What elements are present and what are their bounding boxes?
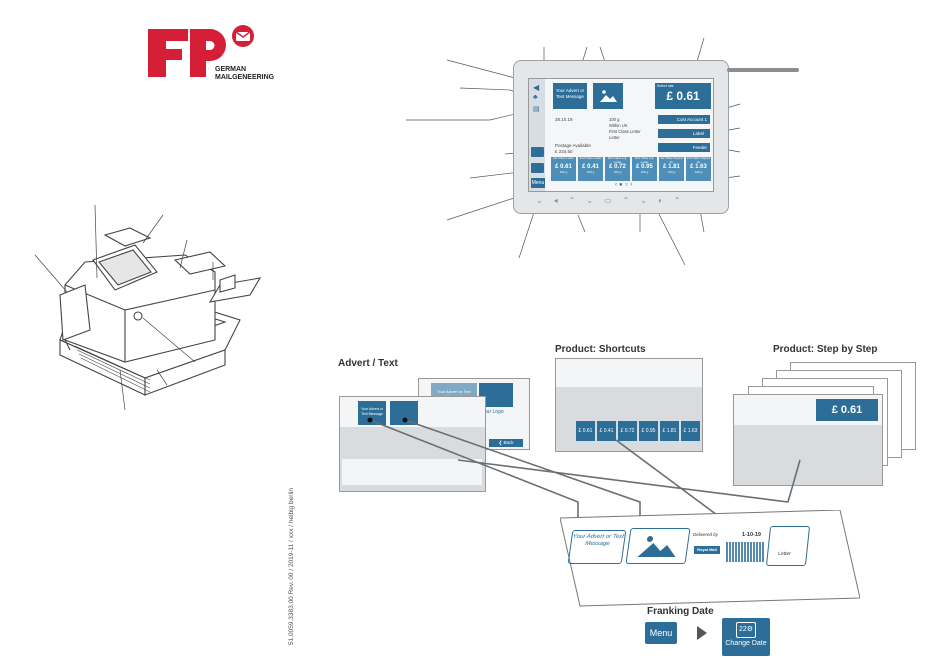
step-thumb-amount: £ 0.61: [816, 399, 878, 421]
device-antenna: [727, 68, 799, 72]
change-date-label: Change Date: [725, 640, 767, 647]
back-button: ❮ Back: [489, 439, 523, 447]
logo-line-1: GERMAN: [215, 66, 247, 73]
cost-account-button[interactable]: Cost Account 1: [658, 115, 710, 124]
shortcut-thumb-6: £ 1.63: [681, 421, 700, 441]
shortcut-weight: 100 g: [613, 170, 622, 174]
advert-thumb-row: [342, 459, 482, 485]
franking-logo-icon: [637, 536, 676, 557]
franking-date-text: 1-10-19: [742, 532, 761, 538]
section-shortcuts-title: Product: Shortcuts: [555, 344, 646, 355]
shortcut-thumb-3: £ 0.72: [618, 421, 637, 441]
shortcut-5[interactable]: 1st Class Signed for £ 1.81 100 g: [659, 157, 684, 181]
shortcut-name: 2nd Class Letter: [579, 157, 602, 160]
shortcut-weight: 100 g: [640, 170, 649, 174]
shortcuts-thumb: £ 0.61 £ 0.41 £ 0.72 £ 0.95 £ 1.81 £ 1.6…: [555, 358, 703, 452]
postage-amount-display[interactable]: Select rate £ 0.61: [655, 83, 711, 109]
franking-date-heading: Franking Date: [647, 606, 714, 617]
shortcut-2[interactable]: 2nd Class Letter £ 0.41 100 g: [578, 157, 603, 181]
shortcut-name: 2nd Class Lrg. Letter: [607, 157, 628, 164]
select-rate-label: Select rate: [657, 84, 674, 88]
weight-line-4: Letter: [609, 135, 620, 140]
feeder-button-label: Feeder: [692, 145, 707, 150]
franking-advert-box: Your Advert or Text Message: [567, 530, 627, 564]
page-indicator[interactable]: ‹●○›: [615, 182, 635, 188]
user-icon[interactable]: ♣: [533, 94, 538, 101]
postage-available-amount: £ 234.50: [555, 149, 573, 154]
touch-screen: ◀ ♣ ▤ Menu Your Advert or Text Message S…: [528, 78, 714, 192]
amount-value: £ 0.61: [666, 89, 700, 103]
weight-info: 100 g Within UK First Class Letter Lette…: [609, 117, 641, 141]
shortcut-name: 1st Class Letter: [553, 157, 574, 160]
section-advert-title: Advert / Text: [338, 358, 398, 369]
shortcut-1[interactable]: 1st Class Letter £ 0.61 100 g: [551, 157, 576, 181]
shortcuts-thumb-row: £ 0.61 £ 0.41 £ 0.72 £ 0.95 £ 1.81 £ 1.6…: [576, 421, 700, 441]
franking-letter-label: Letter: [777, 551, 792, 557]
message-button[interactable]: [531, 147, 544, 157]
shortcut-6[interactable]: 2nd Class Signed for £ 1.63 100 g: [686, 157, 711, 181]
shortcut-weight: 100 g: [586, 170, 595, 174]
shortcut-price: £ 0.72: [609, 164, 626, 170]
franking-menu-button[interactable]: Menu: [645, 622, 677, 644]
volume-icon[interactable]: ◀: [533, 83, 540, 92]
shortcut-price: £ 1.81: [663, 164, 680, 170]
back-label: Back: [503, 440, 514, 445]
shortcut-price: £ 1.63: [690, 164, 707, 170]
step-thumb-front: £ 0.61: [733, 394, 883, 486]
weight-line-2: Within UK: [609, 123, 628, 128]
image-button[interactable]: [593, 83, 623, 109]
franking-envelope: [560, 510, 860, 607]
your-logo-label: Your Logo: [481, 409, 504, 415]
shortcut-thumb-4: £ 0.95: [639, 421, 658, 441]
shortcut-price: £ 0.41: [582, 164, 599, 170]
royal-mail-badge: Royal Mail: [694, 546, 720, 554]
shortcut-name: 2nd Class Signed for: [686, 157, 711, 164]
label-button[interactable]: Label: [658, 129, 710, 138]
shortcut-weight: 100 g: [694, 170, 703, 174]
change-date-button[interactable]: 22⚙ Change Date: [722, 618, 770, 656]
shortcut-row: 1st Class Letter £ 0.61 100 g 2nd Class …: [551, 157, 711, 181]
shortcut-weight: 100 g: [667, 170, 676, 174]
shortcut-4[interactable]: 2nd Class Lrg. Letter £ 0.95 100 g: [632, 157, 657, 181]
franking-delivered-by: Delivered by: [693, 532, 719, 537]
shortcut-thumb-5: £ 1.81: [660, 421, 679, 441]
shortcut-name: 1st Class Signed for: [660, 157, 683, 164]
cost-account-label: Cost Account 1: [676, 117, 707, 122]
franking-machine-drawing: [34, 204, 262, 411]
franking-letter-box: Letter: [765, 526, 811, 566]
weight-line-3: First Class Letter: [609, 129, 641, 134]
shortcut-price: £ 0.95: [636, 164, 653, 170]
weight-line-1: 100 g: [609, 117, 620, 122]
arrow-right-icon: [697, 626, 707, 640]
section-step-title: Product: Step by Step: [773, 344, 878, 355]
hardware-buttons: ⌄◂⌃⌄▭⌃⌄◐⌃: [536, 196, 692, 205]
postage-available-label: Postage Available: [555, 143, 591, 148]
franking-logo-box: [625, 528, 691, 564]
franking-barcode: [726, 542, 764, 562]
screen-date: 28.10.19: [555, 117, 573, 122]
fp-logo: [148, 25, 254, 77]
shortcut-weight: 100 g: [559, 170, 568, 174]
logo-text: GERMAN MAILGENEERING: [215, 66, 274, 82]
document-icon[interactable]: ▤: [533, 106, 540, 113]
logo-line-2: MAILGENEERING: [215, 74, 275, 81]
shortcut-thumb-2: £ 0.41: [597, 421, 616, 441]
shortcut-name: 2nd Class Lrg. Letter: [634, 157, 655, 164]
shortcut-thumb-1: £ 0.61: [576, 421, 595, 441]
shortcuts-thumb-top: [556, 359, 702, 387]
menu-button[interactable]: Menu: [531, 178, 545, 188]
shortcut-3[interactable]: 2nd Class Lrg. Letter £ 0.72 100 g: [605, 157, 630, 181]
advert-button[interactable]: Your Advert or Text Message: [553, 83, 587, 109]
label-button-label: Label: [692, 131, 704, 136]
shortcut-price: £ 0.61: [555, 164, 572, 170]
calendar-icon: 22⚙: [736, 622, 756, 638]
landscape-icon: [600, 90, 617, 102]
feeder-button[interactable]: Feeder: [658, 143, 710, 152]
cart-button[interactable]: [531, 163, 544, 173]
